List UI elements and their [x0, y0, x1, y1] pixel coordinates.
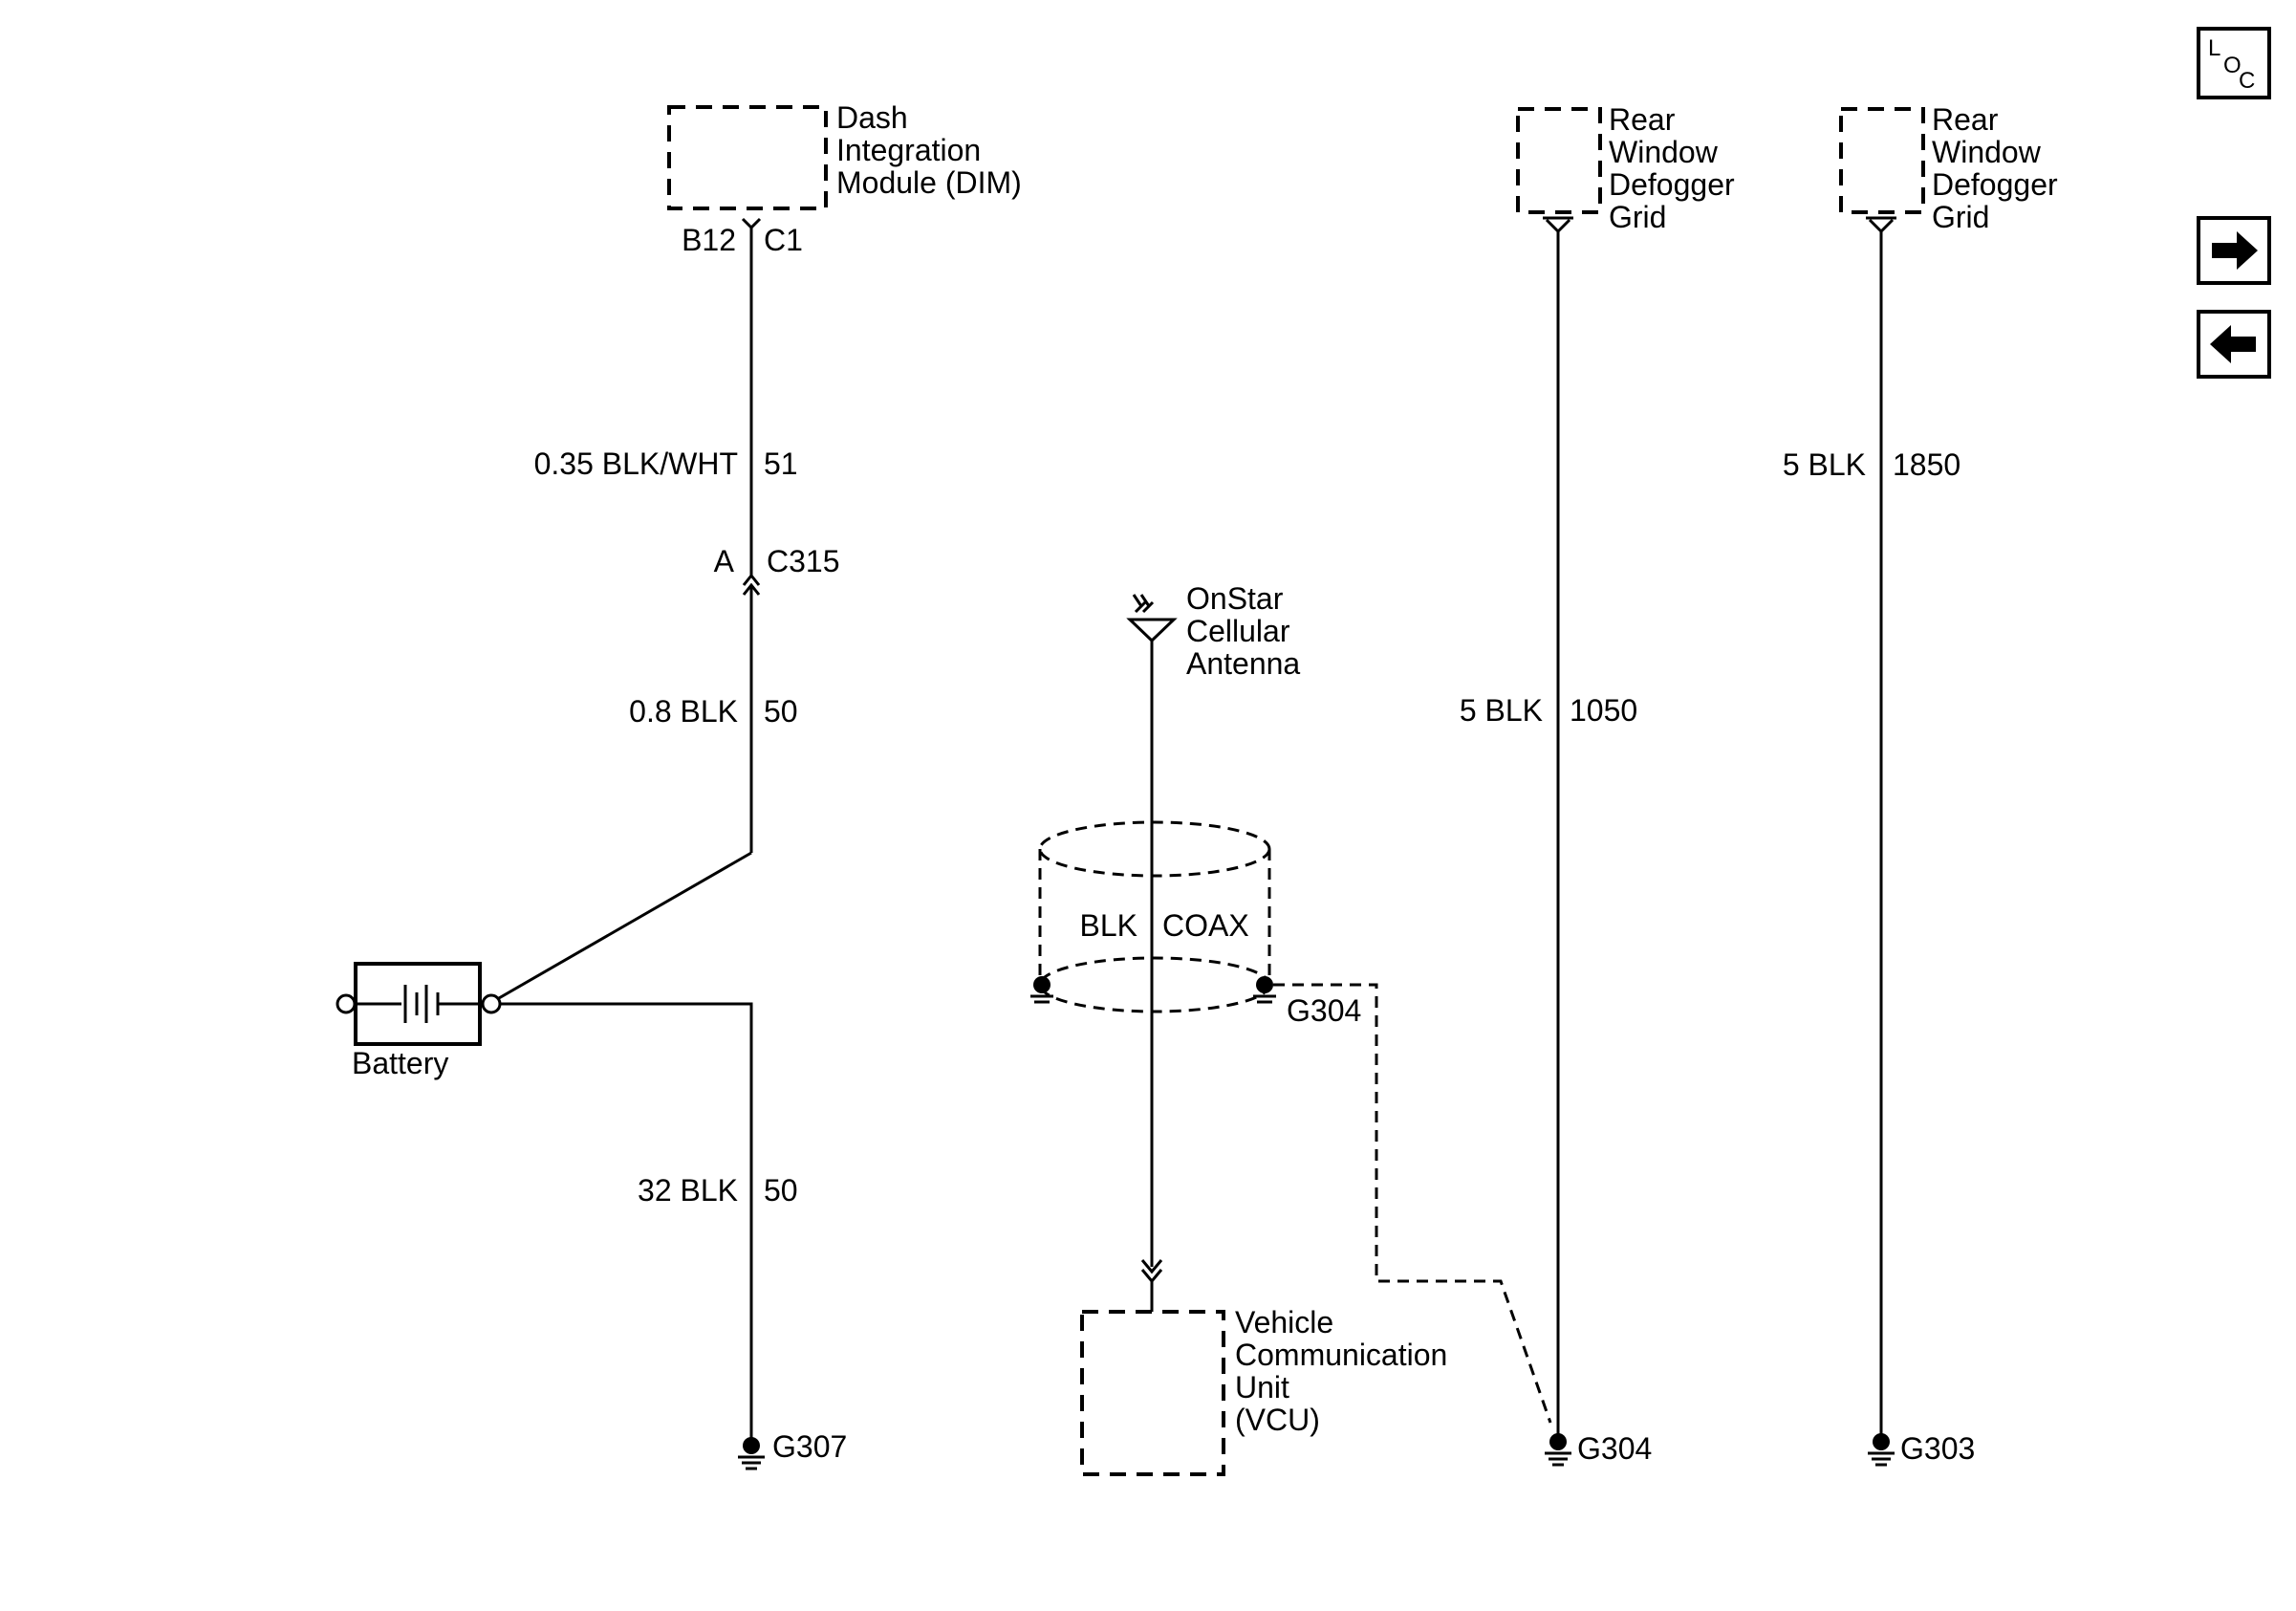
- wire-battery-ground-circuit: 50: [764, 1173, 798, 1208]
- vcu-label-line2: Communication: [1235, 1338, 1447, 1372]
- vcu-connector: [1140, 1259, 1163, 1312]
- arrow-left-icon: [2210, 325, 2256, 363]
- ground-g303: G303: [1868, 1431, 1975, 1467]
- battery: Battery: [336, 962, 502, 1080]
- loc-letter-o: O: [2223, 53, 2242, 78]
- dim-connector-label: C1: [764, 223, 803, 257]
- defogger-grid-2-box: [1839, 107, 1925, 214]
- ground-g304-label: G304: [1577, 1431, 1652, 1466]
- defogger-2-label-line1: Rear: [1932, 102, 1999, 137]
- defogger-2-label-line4: Grid: [1932, 200, 1989, 234]
- ground-g304: G304: [1545, 1431, 1652, 1467]
- wire-defogger-1-color: 5 BLK: [1460, 693, 1543, 728]
- dim-pin-label: B12: [682, 223, 736, 257]
- connector-c315-pin: A: [714, 544, 735, 578]
- battery-terminal-negative: [336, 993, 357, 1014]
- defogger-1-label-line1: Rear: [1609, 102, 1676, 137]
- defogger-grid-1-box: [1516, 107, 1602, 214]
- defogger-2-label-line2: Window: [1932, 135, 2042, 169]
- wire-defogger-1-circuit: 1050: [1570, 693, 1637, 728]
- wire-battery-ground: [500, 1002, 753, 1444]
- connector-c315: A C315: [714, 544, 840, 596]
- vcu-label-line4: (VCU): [1235, 1403, 1320, 1437]
- antenna-label-line1: OnStar: [1186, 581, 1284, 616]
- previous-page-button[interactable]: [2197, 310, 2271, 379]
- defogger-1-label-line3: Defogger: [1609, 167, 1735, 202]
- wire-dim-ground-color: 0.35 BLK/WHT: [534, 446, 738, 481]
- antenna-icon: [1126, 618, 1178, 643]
- dim-label-line1: Dash: [836, 100, 908, 135]
- wire-shield-drain: [1273, 983, 1552, 1424]
- wire-defogger-2-circuit: 1850: [1893, 447, 1960, 482]
- ground-g304-shield-label: G304: [1287, 993, 1361, 1028]
- wire-coax-circuit: COAX: [1162, 908, 1249, 943]
- shield-drain-right: [1253, 976, 1276, 1004]
- wire-battery-splice-circuit: 50: [764, 694, 798, 729]
- defogger-grid-2: Rear Window Defogger Grid: [1839, 102, 2058, 234]
- vcu-label-line3: Unit: [1235, 1370, 1289, 1404]
- connector-c315-name: C315: [767, 544, 840, 578]
- wire-battery-diagonal: [491, 851, 752, 1004]
- antenna-label-line2: Cellular: [1186, 614, 1290, 648]
- wire-defogger-2-color: 5 BLK: [1783, 447, 1866, 482]
- antenna-label-line3: Antenna: [1186, 646, 1300, 681]
- arrow-right-icon: [2212, 231, 2258, 270]
- coax-shield: BLK COAX G304: [1030, 820, 1361, 1028]
- vcu-label-line1: Vehicle: [1235, 1305, 1333, 1339]
- defogger-1-label-line2: Window: [1609, 135, 1719, 169]
- wire-battery-splice-color: 0.8 BLK: [629, 694, 738, 729]
- dim-label-line3: Module (DIM): [836, 165, 1022, 200]
- dim-module-box: [667, 105, 828, 210]
- next-page-button[interactable]: [2197, 216, 2271, 285]
- dim-label-line2: Integration: [836, 133, 981, 167]
- ground-g307-label: G307: [772, 1429, 847, 1464]
- loc-letter-c: C: [2239, 68, 2255, 94]
- dim-module: Dash Integration Module (DIM): [667, 100, 1022, 210]
- wire-battery-ground-color: 32 BLK: [638, 1173, 738, 1208]
- defogger-2-label-line3: Defogger: [1932, 167, 2058, 202]
- defogger-grid-1: Rear Window Defogger Grid: [1516, 102, 1735, 234]
- wire-dim-ground-circuit: 51: [764, 446, 798, 481]
- vcu-module-box: [1080, 1310, 1225, 1476]
- loc-letter-l: L: [2208, 35, 2220, 61]
- defogger-1-label-line4: Grid: [1609, 200, 1666, 234]
- antenna: OnStar Cellular Antenna: [1126, 581, 1300, 681]
- dim-pin: B12 C1: [682, 217, 803, 257]
- ground-g307: G307: [738, 1429, 847, 1470]
- wire-coax-color: BLK: [1080, 908, 1137, 943]
- ground-g303-label: G303: [1900, 1431, 1975, 1466]
- battery-label: Battery: [352, 1046, 448, 1080]
- vcu-module: Vehicle Communication Unit (VCU): [1080, 1305, 1447, 1476]
- loc-button[interactable]: L O C: [2197, 27, 2271, 99]
- shield-drain-left: [1030, 976, 1053, 1004]
- battery-terminal-positive: [481, 993, 502, 1014]
